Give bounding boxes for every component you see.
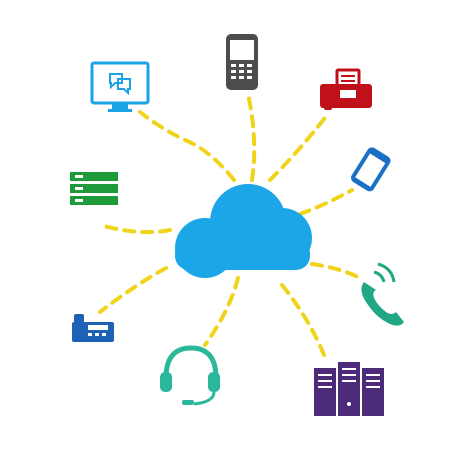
smartphone-keypad-icon [226, 34, 258, 90]
desktop-monitor-chat-icon [90, 61, 150, 112]
fax-machine-icon [320, 68, 372, 110]
desk-phone-icon [72, 314, 114, 342]
cloud-icon [175, 184, 312, 278]
connectors [98, 92, 362, 357]
server-tower-icon [314, 362, 384, 416]
connector-fax [268, 112, 330, 182]
connector-server-tower [280, 283, 326, 357]
server-rack-icon [70, 172, 118, 205]
connector-monitor [138, 110, 236, 182]
connector-mobile [298, 188, 354, 216]
mobile-phone-icon [351, 147, 391, 192]
connector-smartphone [246, 92, 257, 182]
connector-handset [310, 262, 362, 280]
connector-server-rack [98, 223, 172, 235]
connector-desk-phone [98, 266, 168, 314]
connector-headset [203, 276, 240, 347]
phone-handset-ringing-icon [361, 262, 404, 326]
headset-icon [160, 345, 220, 406]
